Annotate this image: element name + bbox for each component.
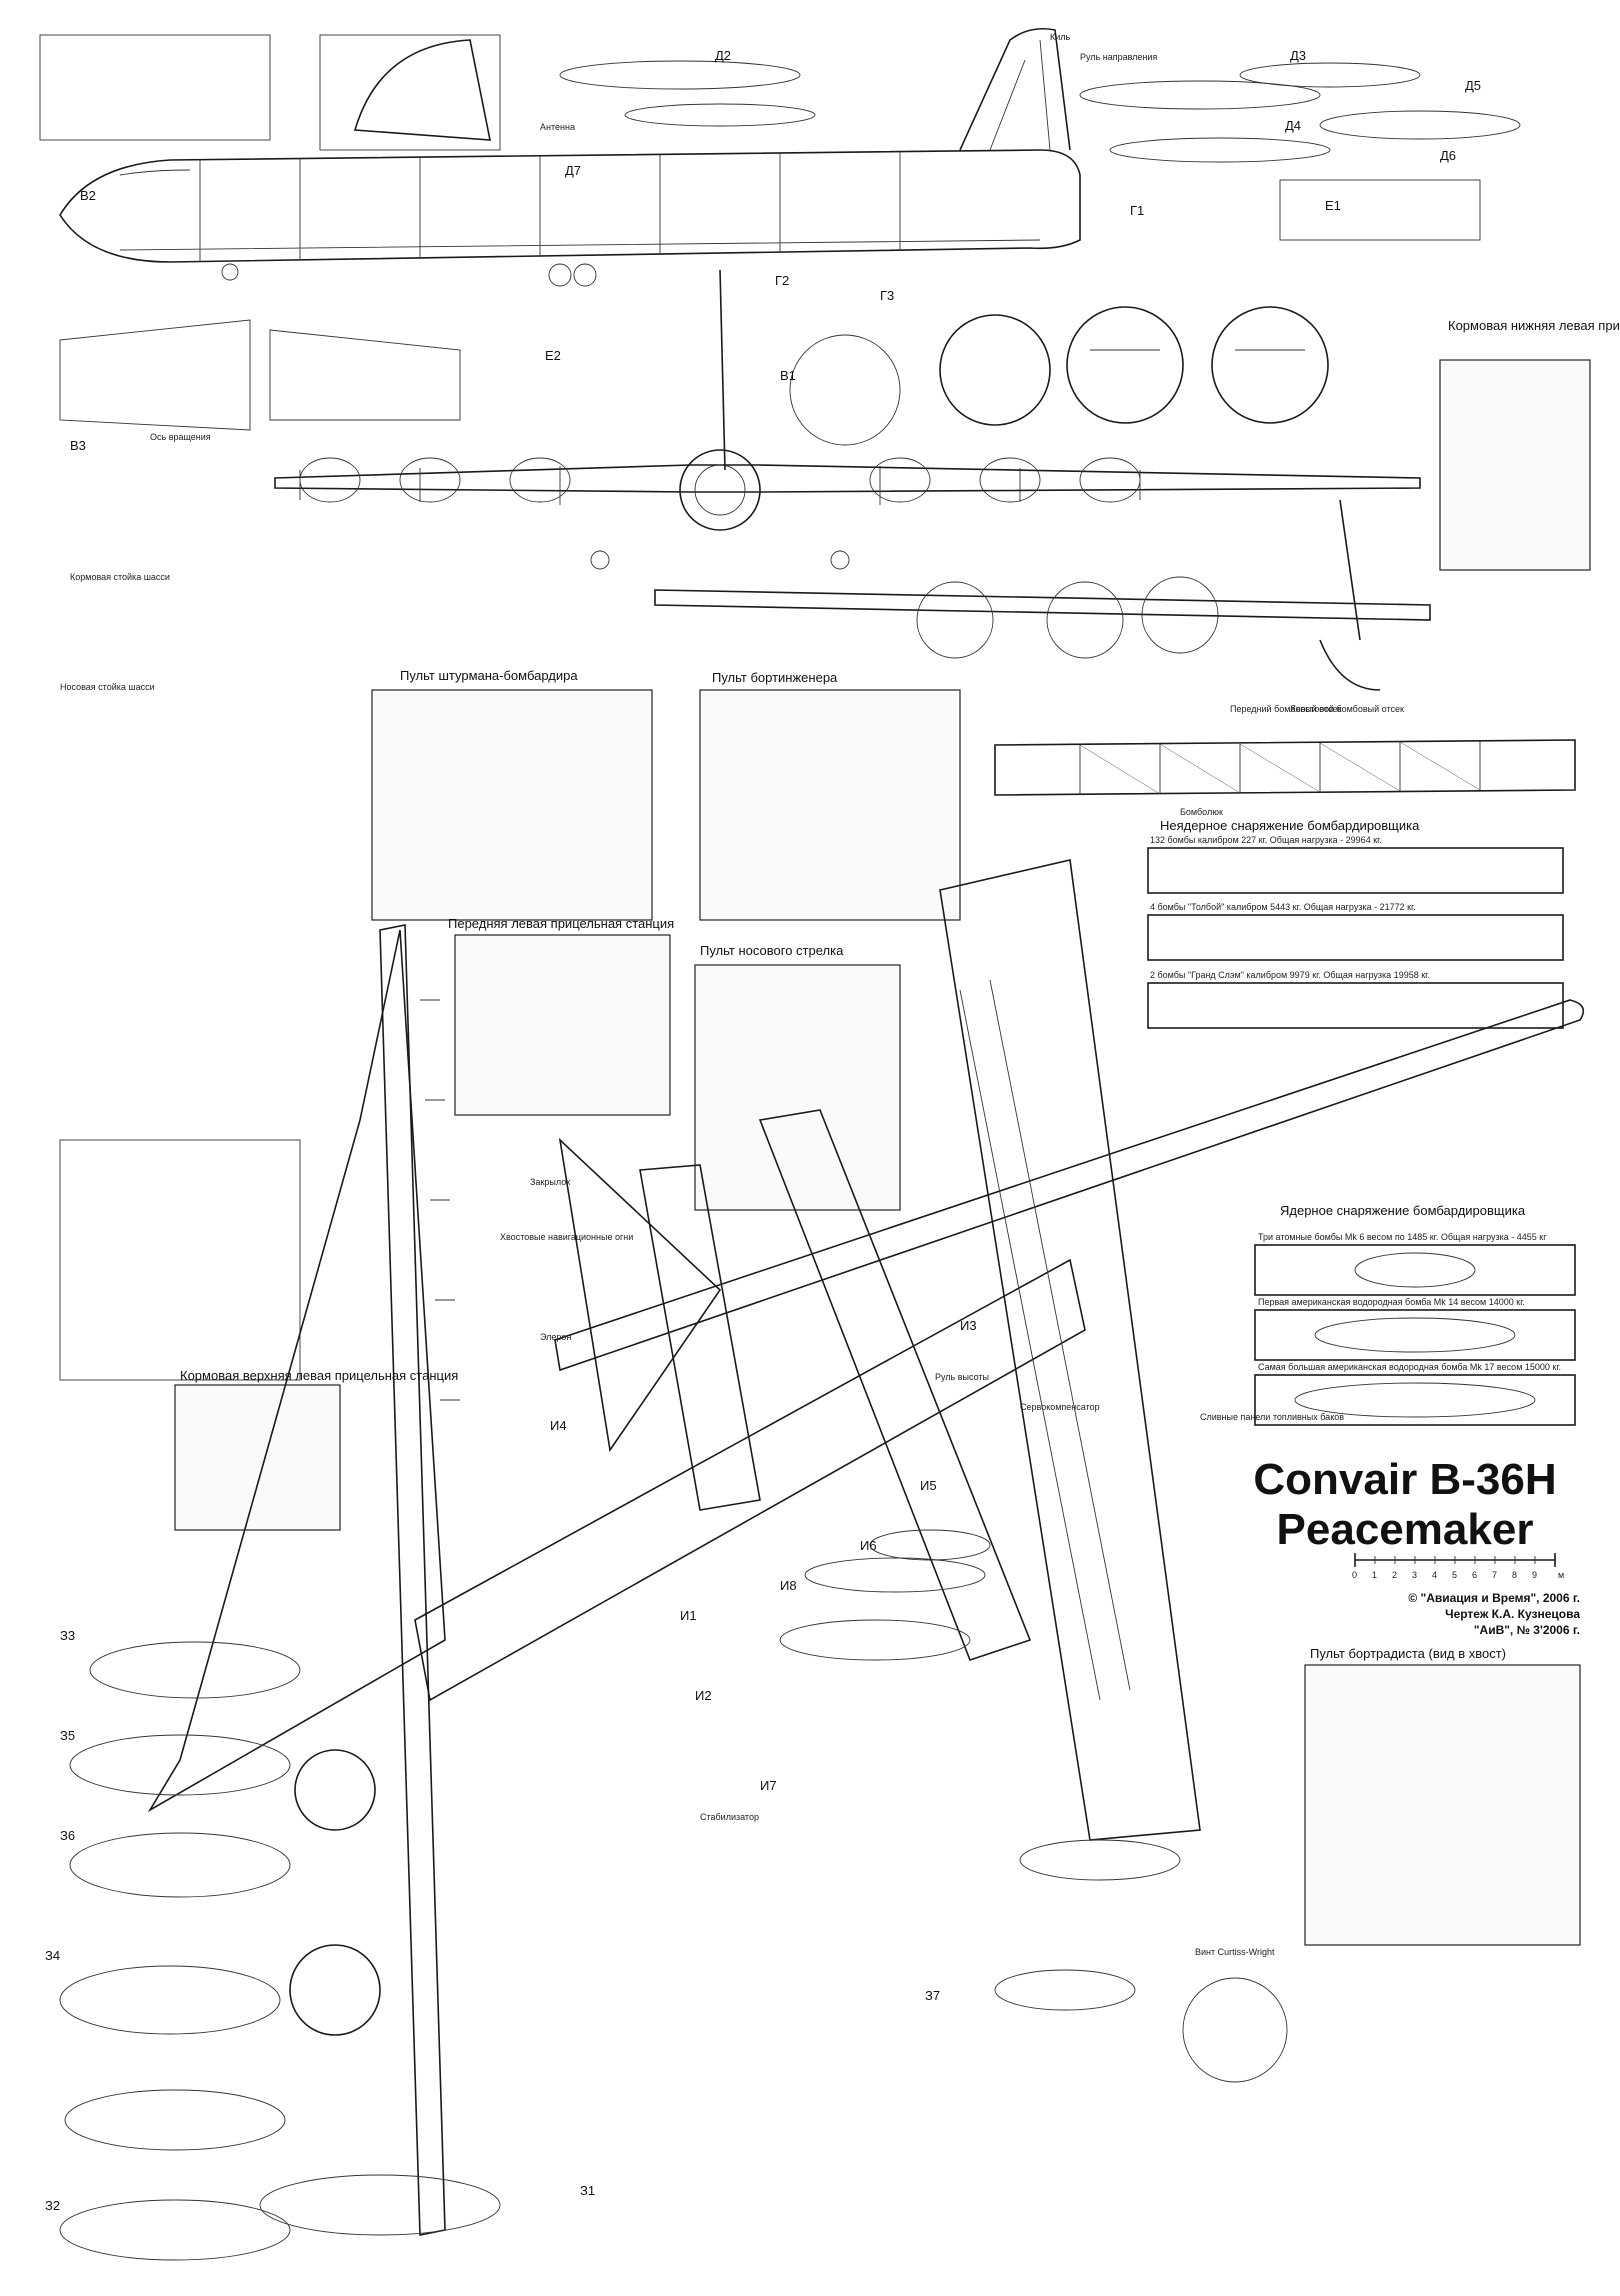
- label-14: Хвостовой бомбовый отсек: [1290, 704, 1404, 714]
- callout-25: Г3: [880, 288, 894, 303]
- callout-3: Д5: [1465, 78, 1481, 93]
- label-12: Сливные панели топливных баков: [1200, 1412, 1344, 1422]
- nose-gunner-panel-heading: Пульт носового стрелка: [700, 943, 844, 958]
- label-15: Бомболюк: [1180, 807, 1223, 817]
- scale-tick-2: 2: [1392, 1570, 1397, 1580]
- scale-tick-9: 9: [1532, 1570, 1537, 1580]
- label-2: Винт Curtiss-Wright: [1195, 1947, 1275, 1957]
- callout-13: И6: [860, 1538, 877, 1553]
- rear-view-aircraft: [654, 499, 1431, 691]
- callout-6: Е1: [1325, 198, 1341, 213]
- callout-9: И2: [695, 1688, 712, 1703]
- label-3: Ось вращения: [150, 432, 211, 442]
- top-left-details: [39, 34, 501, 431]
- front-view: [274, 269, 1421, 570]
- conventional-bomb-bays: [1147, 847, 1564, 1029]
- callout-17: З2: [45, 2198, 60, 2213]
- side-view-fuselage: [59, 27, 1081, 287]
- callout-22: З7: [925, 1988, 940, 2003]
- callout-24: Г2: [775, 273, 789, 288]
- label-10: Руль направления: [1080, 52, 1157, 62]
- callout-28: В3: [70, 438, 86, 453]
- bomb-load-captions: 132 бомбы калибром 227 кг. Общая нагрузк…: [1150, 835, 1561, 1372]
- label-5: Закрылок: [530, 1177, 570, 1187]
- label-8: Руль высоты: [935, 1372, 989, 1382]
- scale-bar: [1354, 1553, 1556, 1567]
- label-7: Стабилизатор: [700, 1812, 759, 1822]
- section-letter-callouts: Д2 Д3 Д4 Д5 Д6 Д7 Е1 Е2 И1 И2 И3 И4 И5 И…: [45, 48, 1481, 2213]
- label-0: Кормовая стойка шасси: [70, 572, 170, 582]
- plan-view-aircraft-left: [147, 924, 1086, 2236]
- label-16: Антенна: [540, 122, 575, 132]
- part-labels: Кормовая стойка шасси Носовая стойка шас…: [60, 32, 1404, 1957]
- callout-16: З1: [580, 2183, 595, 2198]
- callout-23: Г1: [1130, 203, 1144, 218]
- callout-4: Д6: [1440, 148, 1456, 163]
- scale-tick-5: 5: [1452, 1570, 1457, 1580]
- conv-load-1: 132 бомбы калибром 227 кг. Общая нагрузк…: [1150, 835, 1382, 845]
- scale-tick-1: 1: [1372, 1570, 1377, 1580]
- callout-0: Д2: [715, 48, 731, 63]
- callout-26: В1: [780, 368, 796, 383]
- credit-issue: "АиВ", № 3'2006 г.: [1473, 1623, 1580, 1637]
- nuc-load-3: Самая большая американская водородная бо…: [1258, 1362, 1561, 1372]
- section-headers: Пульт штурмана-бомбардира Пульт бортинже…: [180, 318, 1620, 1661]
- nuc-load-1: Три атомные бомбы Mk 6 весом по 1485 кг.…: [1258, 1232, 1547, 1242]
- fuselage-cross-sections: [789, 306, 1329, 446]
- scale-tick-3: 3: [1412, 1570, 1417, 1580]
- conv-load-2: 4 бомбы "Толбой" калибром 5443 кг. Общая…: [1150, 902, 1416, 912]
- nuclear-bomb-bays: [1254, 1244, 1576, 1426]
- plan-view-aircraft-right: [554, 859, 1585, 1841]
- callout-11: И4: [550, 1418, 567, 1433]
- navigator-panel-heading: Пульт штурмана-бомбардира: [400, 668, 578, 683]
- nuc-load-2: Первая американская водородная бомба Mk …: [1258, 1297, 1525, 1307]
- pod-sections-top: [559, 60, 1521, 241]
- long-fuselage-section: [994, 739, 1576, 796]
- callout-2: Д4: [1285, 118, 1301, 133]
- scale-tick-8: 8: [1512, 1570, 1517, 1580]
- callout-7: Е2: [545, 348, 561, 363]
- scale-tick-6: 6: [1472, 1570, 1477, 1580]
- label-6: Элерон: [540, 1332, 571, 1342]
- callout-12: И5: [920, 1478, 937, 1493]
- callout-15: И8: [780, 1578, 797, 1593]
- engine-nacelles: [59, 1529, 1288, 2261]
- label-1: Носовая стойка шасси: [60, 682, 155, 692]
- callout-5: Д7: [565, 163, 581, 178]
- title-line-1: Convair B-36H: [1253, 1455, 1557, 1504]
- cockpit-panels: [59, 359, 1591, 1946]
- scale-tick-unit: м: [1558, 1570, 1564, 1580]
- label-13: Передний бомбовый отсек: [1230, 704, 1342, 714]
- credits-block: © "Авиация и Время", 2006 г. Чертеж К.А.…: [1340, 1590, 1580, 1638]
- conv-load-3: 2 бомбы "Гранд Слэм" калибром 9979 кг. О…: [1150, 970, 1430, 980]
- callout-19: З4: [45, 1948, 60, 1963]
- callout-8: И1: [680, 1608, 697, 1623]
- radio-operator-panel-heading: Пульт бортрадиста (вид в хвост): [1310, 1646, 1506, 1661]
- scale-tick-4: 4: [1432, 1570, 1437, 1580]
- label-11: Хвостовые навигационные огни: [500, 1232, 633, 1242]
- drawing-title: Convair B-36H Peacemaker: [1235, 1455, 1575, 1555]
- callout-18: З3: [60, 1628, 75, 1643]
- scale-tick-7: 7: [1492, 1570, 1497, 1580]
- label-4: Сервокомпенсатор: [1020, 1402, 1100, 1412]
- scale-tick-0: 0: [1352, 1570, 1357, 1580]
- credit-author: Чертеж К.А. Кузнецова: [1445, 1607, 1580, 1621]
- title-line-2: Peacemaker: [1276, 1505, 1534, 1554]
- flight-engineer-panel-heading: Пульт бортинженера: [712, 670, 838, 685]
- label-9: Киль: [1050, 32, 1071, 42]
- callout-10: И3: [960, 1318, 977, 1333]
- rear-lower-left-sight-heading: Кормовая нижняя левая прицельная станция: [1448, 318, 1620, 333]
- callout-1: Д3: [1290, 48, 1306, 63]
- credit-copyright: © "Авиация и Время", 2006 г.: [1408, 1591, 1580, 1605]
- front-left-sight-heading: Передняя левая прицельная станция: [448, 916, 674, 931]
- nuclear-bombs-heading: Ядерное снаряжение бомбардировщика: [1280, 1203, 1526, 1218]
- callout-14: И7: [760, 1778, 777, 1793]
- callout-20: З5: [60, 1728, 75, 1743]
- callout-21: З6: [60, 1828, 75, 1843]
- conventional-bombs-heading: Неядерное снаряжение бомбардировщика: [1160, 818, 1420, 833]
- callout-27: В2: [80, 188, 96, 203]
- rear-upper-left-sight-heading: Кормовая верхняя левая прицельная станци…: [180, 1368, 458, 1383]
- scale-labels: 0 1 2 3 4 5 6 7 8 9 м: [1352, 1570, 1564, 1580]
